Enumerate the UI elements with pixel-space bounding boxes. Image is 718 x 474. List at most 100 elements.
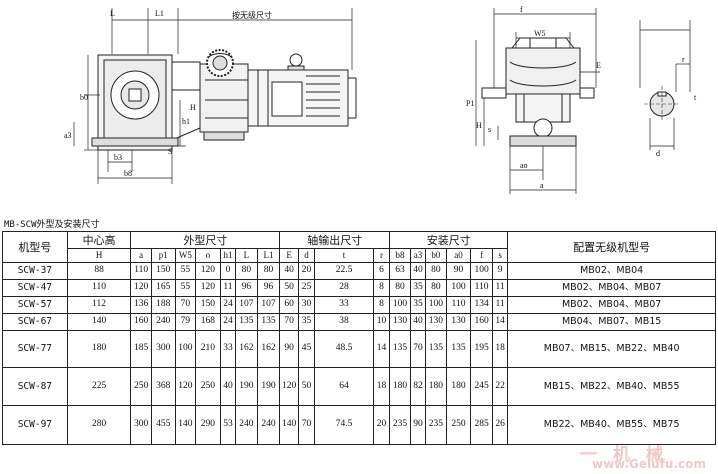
header-outline: 外型尺寸 [130,231,281,249]
dim-label-E: E [596,61,601,70]
dim-label-d: d [656,149,660,158]
cell-s: 11 [491,296,509,314]
motor-side-view [247,53,357,127]
gearbox-side-view [91,54,201,151]
cell-model: SCW-67 [2,313,68,331]
cell-a: 185 [130,330,152,368]
cell-b0: 100 [425,296,447,314]
cell-W5: 140 [174,405,197,445]
cell-d: 35 [297,313,316,331]
cell-h1: 40 [219,367,237,406]
cell-a3: 70 [409,330,427,368]
cell-d: 45 [297,330,316,368]
cell-a3: 40 [409,262,427,280]
cell-a0: 110 [445,296,472,314]
cell-h1: 24 [219,313,237,331]
variator-side-view [199,49,249,141]
cell-s: 22 [491,367,509,406]
cell-W5: 120 [174,367,197,406]
cell-E: 70 [279,313,299,331]
subheader-s: s [491,248,509,263]
subheader-f: f [470,248,493,263]
dim-label-r: r [682,55,685,64]
cell-b0: 80 [425,279,447,297]
cell-t: 28 [314,279,374,297]
cell-t: 33 [314,296,374,314]
cell-f: 100 [470,262,493,280]
cell-t: 22.5 [314,262,374,280]
cell-W5: 100 [174,330,197,368]
cell-a0: 90 [445,262,472,280]
table-caption: MB-SCW外型及安装尺寸 [4,220,100,230]
dim-label-a3: a3 [64,131,72,140]
cell-b0: 130 [425,313,447,331]
dim-label-L1: L1 [155,9,164,18]
dim-label-b8: b8 [124,169,132,178]
dim-label-b0: b0 [80,93,88,102]
cell-h1: 33 [219,330,237,368]
cell-b8: 80 [389,279,411,297]
cell-L: 107 [235,296,258,314]
cell-d: 25 [297,279,316,297]
cell-f: 160 [470,313,493,331]
cell-o: 290 [195,405,221,445]
cell-L: 96 [235,279,258,297]
cell-L: 80 [235,262,258,280]
cell-W5: 55 [174,262,197,280]
cell-match: MB22、MB40、MB55、MB75 [507,405,716,445]
side-dimension-lines [73,8,353,184]
cell-H: 280 [66,405,132,445]
cell-E: 140 [279,405,299,445]
gearbox-front-view [481,37,595,147]
cell-r: 8 [372,296,391,314]
cell-b0: 80 [425,262,447,280]
cell-L: 240 [235,405,258,445]
cell-L1: 135 [256,313,281,331]
dim-label-s: s [488,125,491,134]
cell-a3: 90 [409,405,427,445]
header-match: 配置无级机型号 [507,231,716,263]
subheader-h1: h1 [219,248,237,263]
technical-drawing: L L1 按无级尺寸 b0 a3 b3 b8 S h1 H f W5 E P1 … [64,5,697,194]
subheader-o: o [195,248,221,263]
cell-b0: 235 [425,405,447,445]
cell-E: 60 [279,296,299,314]
cell-o: 150 [195,296,221,314]
cell-t: 38 [314,313,374,331]
cell-a: 136 [130,296,152,314]
cell-b8: 130 [389,313,411,331]
dim-label-S: S [168,147,172,156]
cell-s: 9 [491,262,509,280]
cell-b8: 100 [389,296,411,314]
cell-r: 20 [372,405,391,445]
cell-d: 70 [297,405,316,445]
cell-h1: 24 [219,296,237,314]
cell-a3: 35 [409,296,427,314]
cell-a0: 250 [445,405,472,445]
cell-H: 140 [66,313,132,331]
cell-L1: 190 [256,367,281,406]
cell-L1: 162 [256,330,281,368]
watermark-url: www.Gelufu.com [592,457,706,471]
dim-label-a: a [540,181,544,190]
cell-H: 225 [66,367,132,406]
cell-match: MB15、MB22、MB40、MB55 [507,367,716,406]
subheader-a0: a0 [445,248,472,263]
dim-label-H-front: H [476,121,482,130]
cell-a3: 82 [409,367,427,406]
cell-model: SCW-47 [2,279,68,297]
cell-t: 48.5 [314,330,374,368]
cell-L1: 96 [256,279,281,297]
dim-label-overall: 按无级尺寸 [232,10,272,20]
cell-o: 168 [195,313,221,331]
subheader-b0: b0 [425,248,447,263]
cell-b0: 135 [425,330,447,368]
subheader-a3: a3 [409,248,427,263]
cell-model: SCW-77 [2,330,68,368]
cell-L: 162 [235,330,258,368]
